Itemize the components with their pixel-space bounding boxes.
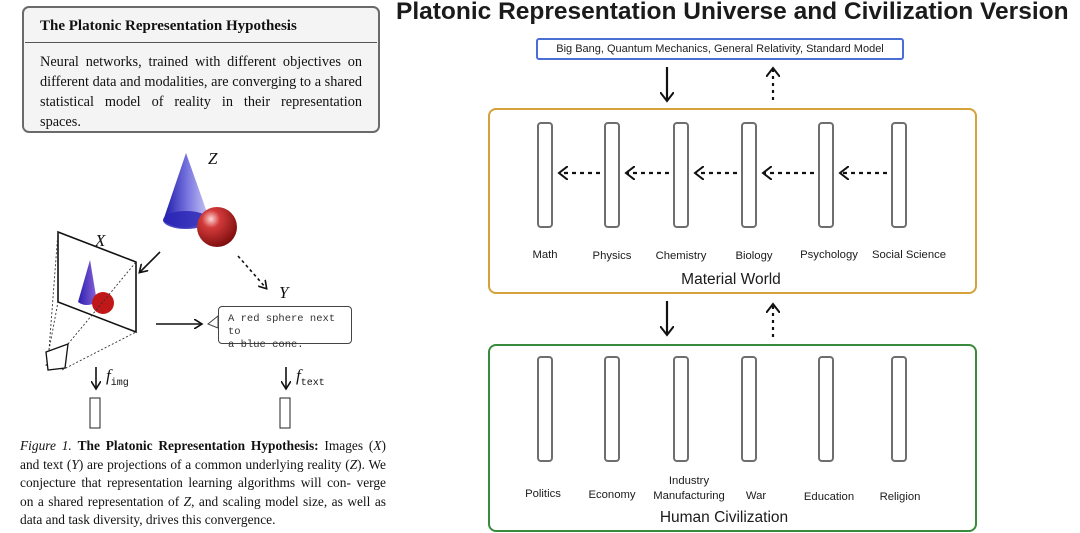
physics-bar xyxy=(604,122,620,228)
field-label-economy: Economy xyxy=(588,489,636,501)
politics-bar xyxy=(537,356,553,462)
label-z: Z xyxy=(208,149,218,168)
speech-bubble: A red sphere next to a blue cone. xyxy=(218,306,352,351)
field-label-politics: Politics xyxy=(525,488,561,500)
human-civilization-title: Human Civilization xyxy=(659,509,789,526)
biology-bar xyxy=(741,122,757,228)
chemistry-bar xyxy=(673,122,689,228)
f-text-label: ftext xyxy=(296,366,325,389)
caption-figure-label: Figure 1. xyxy=(20,438,72,453)
human-civilization-box xyxy=(488,344,977,532)
field-label-biology: Biology xyxy=(735,250,773,262)
field-label-war: War xyxy=(745,490,767,502)
field-label-chemistry: Chemistry xyxy=(655,250,707,262)
speech-bubble-line1: A red sphere next to xyxy=(228,313,336,338)
hypothesis-body: Neural networks, trained with different … xyxy=(40,54,362,130)
figure-illustration: Z X Y fimg ftext xyxy=(45,149,325,429)
image-representation-bar xyxy=(89,397,101,429)
social-science-bar xyxy=(891,122,907,228)
sphere-shape xyxy=(197,207,237,247)
field-label-industry: Industry xyxy=(668,475,710,487)
text-representation-bar xyxy=(279,397,291,429)
speech-bubble-line2: a blue cone. xyxy=(228,339,304,351)
image-sphere xyxy=(92,292,114,314)
hypothesis-title: The Platonic Representation Hypothesis xyxy=(40,18,297,34)
camera-icon xyxy=(45,343,69,371)
field-label-education: Education xyxy=(803,491,855,503)
field-label-social-science: Social Science xyxy=(871,249,947,261)
material-world-title: Material World xyxy=(681,271,781,288)
caption-bold-title: The Platonic Representation Hypothesis: xyxy=(77,438,319,453)
cone-shape xyxy=(163,153,209,228)
image-plane xyxy=(57,230,137,334)
war-bar xyxy=(741,356,757,462)
field-label-math: Math xyxy=(532,249,558,261)
label-y: Y xyxy=(279,283,290,302)
religion-bar xyxy=(891,356,907,462)
image-cone xyxy=(78,260,97,305)
label-x: X xyxy=(94,231,106,250)
industry-bar xyxy=(673,356,689,462)
hypothesis-box: The Platonic Representation Hypothesis N… xyxy=(22,6,380,133)
figure-caption: Figure 1. The Platonic Representation Hy… xyxy=(20,438,386,527)
field-label-psychology: Psychology xyxy=(800,249,858,261)
field-label-manufacturing: Manufacturing xyxy=(653,490,725,502)
field-label-religion: Religion xyxy=(879,491,921,503)
physics-foundations-box: Big Bang, Quantum Mechanics, General Rel… xyxy=(536,38,904,60)
material-world-box xyxy=(488,108,977,294)
hypothesis-divider xyxy=(25,42,377,43)
f-img-label: fimg xyxy=(106,366,129,389)
universe-diagram-title: Platonic Representation Universe and Civ… xyxy=(396,0,1069,25)
math-bar xyxy=(537,122,553,228)
psychology-bar xyxy=(818,122,834,228)
field-label-physics: Physics xyxy=(592,250,632,262)
economy-bar xyxy=(604,356,620,462)
education-bar xyxy=(818,356,834,462)
